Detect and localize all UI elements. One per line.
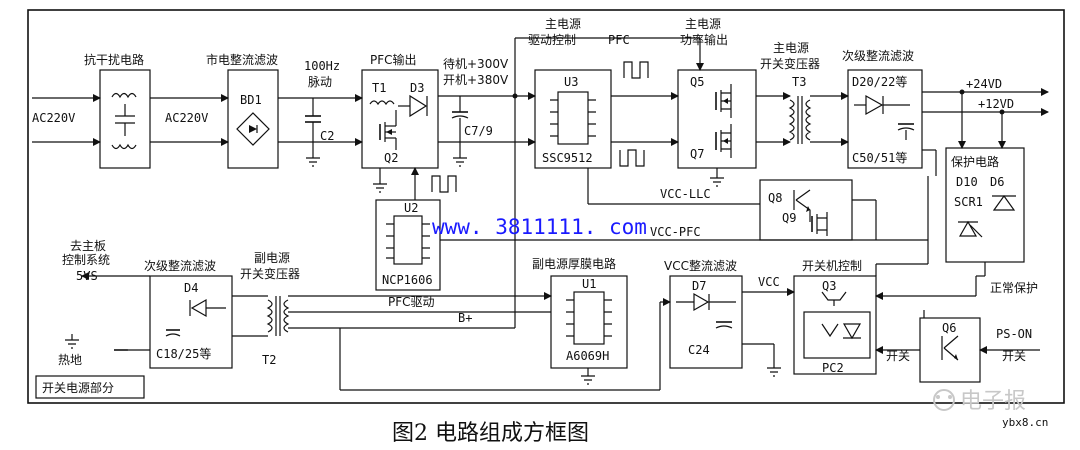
main-power-label-2: 功率输出 <box>680 32 728 47</box>
pfc-driver-label: PFC驱动 <box>388 295 435 309</box>
pfc-signal-label: PFC <box>608 33 630 47</box>
t2-label: T2 <box>262 353 276 367</box>
sub-rect-label: 次级整流滤波 <box>144 258 216 273</box>
u1-label: U1 <box>582 277 596 291</box>
emi-filter-block <box>99 69 151 169</box>
figure-caption: 图2 电路组成方框图 <box>392 421 589 446</box>
t2-transformer <box>266 296 290 336</box>
outer-frame <box>27 9 1065 404</box>
emi-filter-label: 抗干扰电路 <box>84 52 144 67</box>
a6069h-label: A6069H <box>566 349 609 363</box>
section-label: 开关电源部分 <box>42 380 114 395</box>
c18-label: C18/25等 <box>156 347 211 361</box>
t1-label: T1 <box>372 81 386 95</box>
u2-block <box>375 199 441 291</box>
main-driver-label-1: 主电源 <box>545 17 581 31</box>
ac-in-label: AC220V <box>32 111 75 125</box>
on-off-control-label: 开关机控制 <box>802 259 862 273</box>
main-driver-label-2: 驱动控制 <box>528 33 576 47</box>
bd1-label: BD1 <box>240 93 262 107</box>
vcc-rect-label: VCC整流滤波 <box>664 258 737 273</box>
on-off-label-right: 开关 <box>1002 349 1026 363</box>
u3-label: U3 <box>564 75 578 89</box>
vcc-llc-label: VCC-LLC <box>660 187 711 201</box>
logo-text: 电子报 <box>960 389 1026 414</box>
pfc-out-label: PFC输出 <box>370 52 417 67</box>
t3-transformer <box>788 96 812 144</box>
q7-label: Q7 <box>690 147 704 161</box>
bd1-block <box>227 69 279 169</box>
u1-block <box>550 275 628 369</box>
vcc-label: VCC <box>758 275 780 289</box>
site-label: ybx8.cn <box>1002 416 1048 429</box>
d3-label: D3 <box>410 81 424 95</box>
ps-on-label: PS-ON <box>996 327 1032 341</box>
ac-mid-label: AC220V <box>165 111 208 125</box>
q8-label: Q8 <box>768 191 782 205</box>
section-label-box <box>35 375 145 399</box>
v5-label: 5VS <box>76 269 98 283</box>
u2-label: U2 <box>404 201 418 215</box>
wiring <box>32 37 1049 391</box>
q3-label: Q3 <box>822 279 836 293</box>
on-voltage-label: 开机+380V <box>443 73 509 87</box>
d4-label: D4 <box>184 281 198 295</box>
v24-label: +24VD <box>966 77 1002 91</box>
sub-film-label: 副电源厚膜电路 <box>532 256 616 271</box>
v12-label: +12VD <box>978 97 1014 111</box>
protect-label: 保护电路 <box>951 154 999 169</box>
d20-block <box>847 69 923 169</box>
sub-xfmr-label-1: 副电源 <box>254 251 290 265</box>
q3-pc2-block <box>793 275 877 375</box>
d20-label: D20/22等 <box>852 75 907 89</box>
q5-q7-block <box>677 69 757 169</box>
main-xfmr-label-2: 开关变压器 <box>760 56 820 71</box>
publisher-logo: 电子报 <box>933 389 1026 414</box>
u3-block <box>534 69 612 169</box>
pfc-output-block <box>361 69 439 169</box>
pc2-label: PC2 <box>822 361 844 375</box>
q6-block <box>919 317 981 383</box>
main-power-label-1: 主电源 <box>685 17 721 31</box>
q2-label: Q2 <box>384 151 398 165</box>
c7-label: C7/9 <box>464 124 493 138</box>
t3-label: T3 <box>792 75 806 89</box>
protection-block <box>945 147 1025 263</box>
secondary-rect-label: 次级整流滤波 <box>842 48 914 63</box>
labels: AC220V 抗干扰电路 AC220V 市电整流滤波 BD1 100Hz 脉动 … <box>32 17 1048 446</box>
d7-label: D7 <box>692 279 706 293</box>
hot-ground-label: 热地 <box>58 353 82 367</box>
sub-xfmr-label-2: 开关变压器 <box>240 266 300 281</box>
hz100-label: 100Hz <box>304 59 340 73</box>
c2-label: C2 <box>320 129 334 143</box>
vcc-pfc-label: VCC-PFC <box>650 225 701 239</box>
normal-protect-label: 正常保护 <box>990 281 1038 295</box>
scr1-label: SCR1 <box>954 195 983 209</box>
q6-label: Q6 <box>942 321 956 335</box>
watermark: www. 3811111. com <box>432 215 647 239</box>
d10-label: D10 <box>956 175 978 189</box>
q8-q9-block <box>759 179 853 241</box>
main-xfmr-label-1: 主电源 <box>773 41 809 55</box>
standby-voltage-label: 待机+300V <box>443 57 509 71</box>
mains-rect-label: 市电整流滤波 <box>206 52 278 67</box>
bplus-label: B+ <box>458 311 472 325</box>
d4-block <box>149 275 233 369</box>
d7-block <box>669 275 743 369</box>
to-main-label-1: 去主板 <box>70 239 106 253</box>
d6-label: D6 <box>990 175 1004 189</box>
q5-label: Q5 <box>690 75 704 89</box>
q9-label: Q9 <box>782 211 796 225</box>
to-main-label-2: 控制系统 <box>62 253 110 267</box>
ncp1606-label: NCP1606 <box>382 273 433 287</box>
on-off-label-left: 开关 <box>886 349 910 363</box>
ssc9512-label: SSC9512 <box>542 151 593 165</box>
c50-label: C50/51等 <box>852 151 907 165</box>
c24-label: C24 <box>688 343 710 357</box>
pulsating-label: 脉动 <box>308 74 332 89</box>
